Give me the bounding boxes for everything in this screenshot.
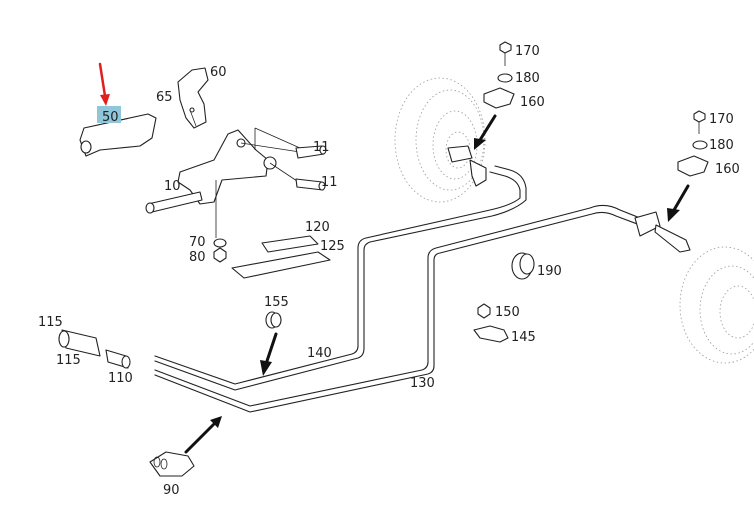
label-90[interactable]: 90 [163,483,180,498]
label-180-right[interactable]: 180 [709,138,734,153]
label-160-left[interactable]: 160 [520,95,545,110]
left-brake-drum [394,77,486,203]
part-50-lever[interactable] [79,62,157,157]
label-190[interactable]: 190 [537,264,562,279]
part-150-145-nut-bracket[interactable] [473,303,509,343]
label-120[interactable]: 120 [305,220,330,235]
right-brake-drum [679,246,754,364]
label-115-top[interactable]: 115 [38,315,63,330]
label-140[interactable]: 140 [307,346,332,361]
label-115-bottom[interactable]: 115 [56,353,81,368]
part-155-grommet[interactable] [265,311,282,329]
part-90-guide[interactable] [149,451,195,477]
part-11-pins[interactable] [295,145,327,191]
label-155[interactable]: 155 [264,295,289,310]
label-145[interactable]: 145 [511,330,536,345]
cable-end-fitting-left [447,145,487,187]
label-170-right[interactable]: 170 [709,112,734,127]
part-170-180-160-left[interactable] [483,41,515,109]
pointer-arrows [184,114,690,454]
label-10[interactable]: 10 [164,179,181,194]
cable-end-fitting-right [634,211,691,253]
part-10-lever-assembly[interactable] [145,127,301,238]
label-80[interactable]: 80 [189,250,206,265]
selection-arrow-head [100,94,110,106]
label-70[interactable]: 70 [189,235,206,250]
label-160-right[interactable]: 160 [715,162,740,177]
part-115-110-fittings[interactable] [58,329,131,369]
label-11-bottom[interactable]: 11 [321,175,338,190]
label-170-left[interactable]: 170 [515,44,540,59]
label-180-left[interactable]: 180 [515,71,540,86]
label-50[interactable]: 50 [102,110,119,125]
part-labels: 50 60 65 10 11 11 70 80 120 125 155 140 … [38,44,740,498]
part-70-80-washer-nut[interactable] [213,238,227,263]
label-130[interactable]: 130 [410,376,435,391]
cable-140[interactable] [154,165,527,391]
label-11-top[interactable]: 11 [313,140,330,155]
part-170-180-160-right[interactable] [677,110,709,177]
label-150[interactable]: 150 [495,305,520,320]
cable-130[interactable] [154,204,651,413]
selected-label-highlight [97,106,121,123]
label-65[interactable]: 65 [156,90,173,105]
label-110[interactable]: 110 [108,371,133,386]
part-60-bracket[interactable] [177,67,209,129]
label-60[interactable]: 60 [210,65,227,80]
part-120-125-plates[interactable] [231,235,331,279]
label-125[interactable]: 125 [320,239,345,254]
part-190-clamp[interactable] [511,252,535,280]
selection-arrow [98,62,107,98]
